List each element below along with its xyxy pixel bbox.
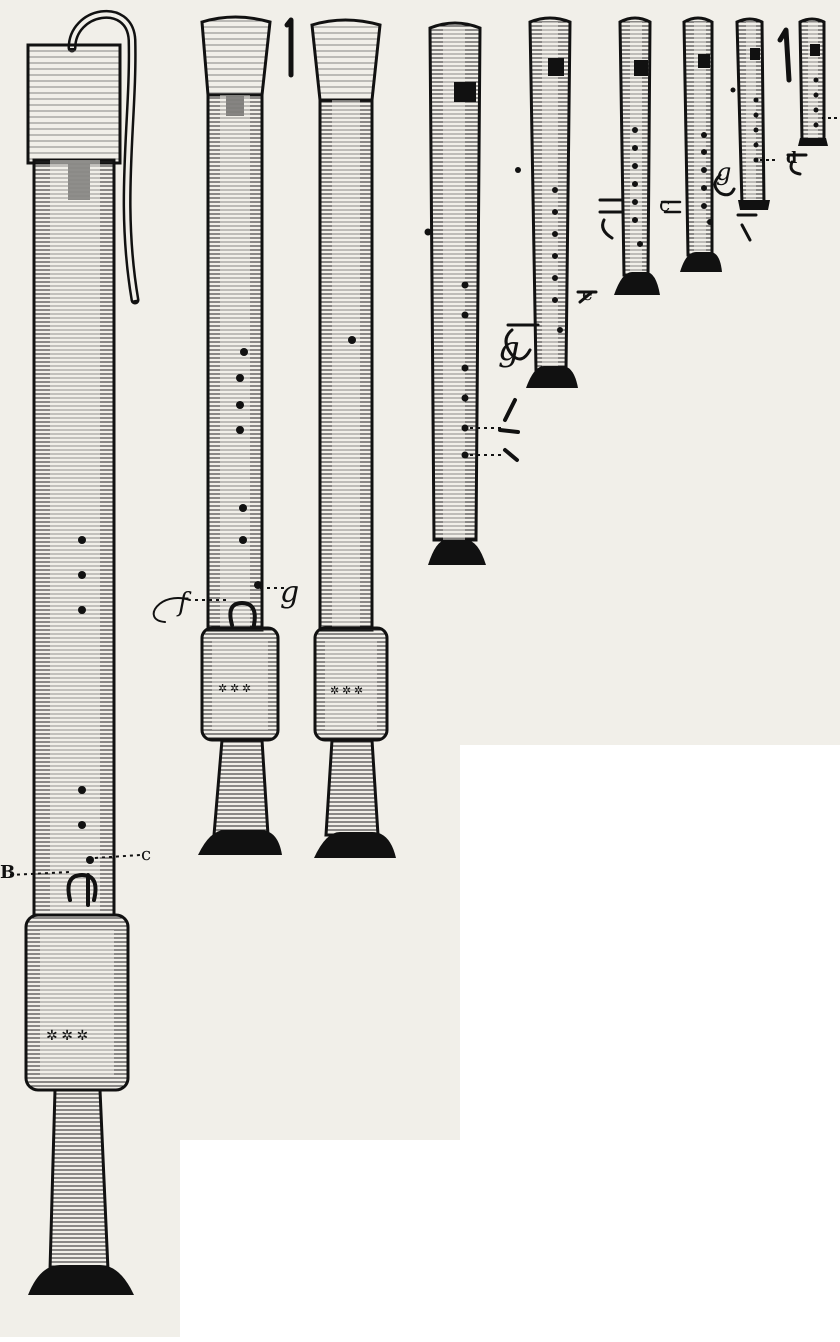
alto-recorder	[504, 16, 598, 388]
letter-g-alto-label: g	[498, 329, 520, 369]
bass-recorder: ✲ ✲ ✲	[152, 15, 294, 855]
letter-e-label: e	[582, 284, 593, 305]
svg-text:✲ ✲ ✲: ✲ ✲ ✲	[218, 683, 251, 695]
small-sopranino-recorder	[713, 17, 778, 242]
great-bass-recorder: ✲ ✲ ✲	[9, 9, 141, 1295]
letter-d-small-label: d	[786, 148, 798, 167]
garklein-recorder	[777, 17, 838, 176]
svg-text:✲ ✲ ✲: ✲ ✲ ✲	[330, 685, 363, 697]
basset-recorder: ✲ ✲ ✲	[310, 18, 396, 858]
letter-c-great-label: c	[141, 844, 152, 865]
svg-text:✲ ✲ ✲: ✲ ✲ ✲	[46, 1029, 88, 1044]
sopranino-recorder	[660, 16, 722, 272]
descant-recorder	[598, 16, 660, 295]
tenor-recorder	[424, 21, 520, 565]
letter-g-small-label: g	[716, 158, 732, 186]
letter-f-label: f	[178, 588, 188, 618]
letter-c-small-label: c	[659, 192, 671, 216]
letter-b-label: B	[0, 862, 16, 883]
letter-g-bass-label: g	[280, 575, 300, 610]
